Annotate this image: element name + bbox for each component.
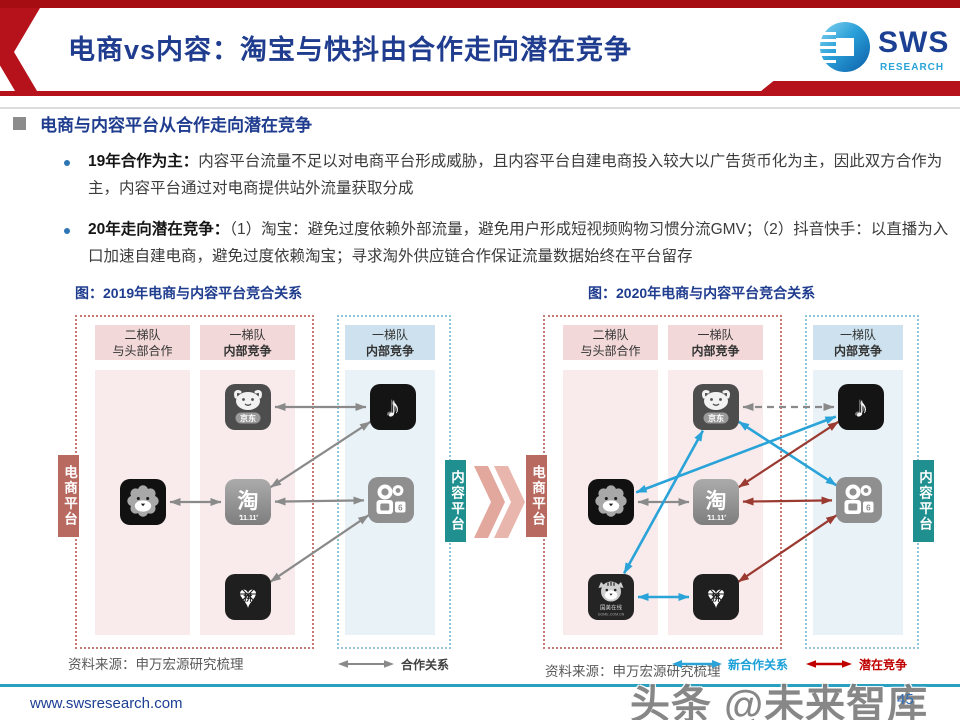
douyin-app-icon: ♪ ♪ <box>370 384 416 430</box>
svg-text:京东: 京东 <box>240 413 256 423</box>
legend-label: 合作关系 <box>400 658 449 672</box>
logo-subtext: RESEARCH <box>880 62 945 73</box>
header-chevron-decoration <box>0 8 40 96</box>
svg-text:京东: 京东 <box>708 413 724 423</box>
svg-text:♪: ♪ <box>852 391 867 423</box>
column-header-tier1-ecom: 一梯队内部竞争 <box>668 325 763 360</box>
svg-text:*: * <box>239 515 242 521</box>
legend-potential-competition: 潜在竞争 <box>806 658 908 672</box>
svg-text:6: 6 <box>398 504 403 513</box>
figure-2020: 二梯队与头部合作 一梯队内部竞争 一梯队内部竞争 电商平台 内容平台 资料来源：… <box>526 312 936 690</box>
pdd-app-icon: ♥ 拼 <box>693 574 739 620</box>
header-red-wedge <box>755 81 960 96</box>
column-header-tier2: 二梯队与头部合作 <box>95 325 190 360</box>
figure-2019-title: 图：2019年电商与内容平台竞合关系 <box>75 285 303 301</box>
taobao-app-icon: 淘 * 11.11 * <box>225 479 271 525</box>
bullet-item-2: 20年走向潜在竞争：（1）淘宝：避免过度依赖外部流量，避免用户形成短视频购物习惯… <box>88 216 952 270</box>
header-red-line <box>0 91 960 96</box>
section-bullet-square <box>13 117 26 130</box>
svg-text:♥: ♥ <box>239 579 258 615</box>
logo-text: SWS <box>878 26 950 59</box>
axis-content-platform: 内容平台 <box>913 460 934 542</box>
source-note: 资料来源：申万宏源研究梳理 <box>68 657 244 672</box>
figure-2020-title: 图：2020年电商与内容平台竞合关系 <box>588 285 816 301</box>
douyin-app-icon: ♪ ♪ <box>838 384 884 430</box>
legend-label: 潜在竞争 <box>858 658 907 672</box>
bullet-item-1: 19年合作为主：内容平台流量不足以对电商平台形成威胁，且内容平台自建电商投入较大… <box>88 148 952 202</box>
bullet-lead: 20年走向潜在竞争： <box>88 221 230 238</box>
svg-text:拼: 拼 <box>243 592 252 603</box>
kuaishou-app-icon: 6 <box>836 477 882 523</box>
svg-text:拼: 拼 <box>711 592 720 603</box>
axis-ecommerce-platform: 电商平台 <box>526 455 547 537</box>
svg-text:*: * <box>707 515 710 521</box>
red-double-arrow-icon <box>806 660 852 668</box>
svg-text:*: * <box>256 515 259 521</box>
sws-logo: SWS RESEARCH <box>814 20 950 82</box>
gray-double-arrow-icon <box>338 660 394 668</box>
jd-app-icon: 京东 <box>693 384 739 430</box>
bullet-text: 内容平台流量不足以对电商平台形成威胁，且内容平台自建电商投入较大以广告货币化为主… <box>88 153 943 197</box>
transition-chevron-icon <box>474 466 525 538</box>
svg-text:♥: ♥ <box>707 579 726 615</box>
suning-app-icon <box>588 479 634 525</box>
svg-text:淘: 淘 <box>706 489 727 513</box>
sws-globe-icon <box>814 22 870 72</box>
kuaishou-app-icon: 6 <box>368 477 414 523</box>
svg-text:11.11: 11.11 <box>240 515 257 522</box>
legend-cooperation: 合作关系 <box>338 658 450 672</box>
svg-text:*: * <box>724 515 727 521</box>
svg-text:11.11: 11.11 <box>708 515 725 522</box>
axis-ecommerce-platform: 电商平台 <box>58 455 79 537</box>
header-separator <box>0 107 960 109</box>
pdd-app-icon: ♥ 拼 <box>225 574 271 620</box>
svg-text:国美在线: 国美在线 <box>600 604 623 612</box>
svg-text:6: 6 <box>866 504 871 513</box>
source-note: 资料来源：申万宏源研究梳理 <box>545 664 721 679</box>
svg-text:♪: ♪ <box>386 392 401 424</box>
bullet-text: （1）淘宝：避免过度依赖外部流量，避免用户形成短视频购物习惯分流GMV；（2）抖… <box>88 221 949 265</box>
page-number: 45 <box>897 691 914 708</box>
suning-app-icon <box>120 479 166 525</box>
column-header-tier2: 二梯队与头部合作 <box>563 325 658 360</box>
section-heading: 电商与内容平台从合作走向潜在竞争 <box>40 116 312 135</box>
column-header-tier1-ecom: 一梯队内部竞争 <box>200 325 295 360</box>
website-link[interactable]: www.swsresearch.com <box>30 695 183 712</box>
footer-divider <box>0 684 960 687</box>
svg-text:GOME.COM.CN: GOME.COM.CN <box>598 613 625 617</box>
page-title: 电商vs内容：淘宝与快抖由合作走向潜在竞争 <box>68 35 633 65</box>
axis-content-platform: 内容平台 <box>445 460 466 542</box>
jd-app-icon: 京东 <box>225 384 271 430</box>
legend-label: 新合作关系 <box>728 658 789 672</box>
svg-text:♪: ♪ <box>854 392 869 424</box>
legend-new-cooperation: 新合作关系 <box>672 658 788 672</box>
taobao-app-icon: 淘 * 11.11 * <box>693 479 739 525</box>
watermark: 头条 @未来智库 <box>630 683 929 720</box>
figure-2019: 二梯队与头部合作 一梯队内部竞争 一梯队内部竞争 电商平台 内容平台 资料来源：… <box>58 312 468 690</box>
svg-text:♪: ♪ <box>384 391 399 423</box>
bullet-dot <box>64 160 70 166</box>
bullet-dot <box>64 228 70 234</box>
header-top-strip <box>0 0 960 8</box>
column-header-tier1-content: 一梯队内部竞争 <box>813 325 903 360</box>
svg-text:淘: 淘 <box>238 489 259 513</box>
gome-app-icon: 国美在线 GOME.COM.CN <box>588 574 634 620</box>
bullet-lead: 19年合作为主： <box>88 153 199 170</box>
blue-double-arrow-icon <box>672 660 722 668</box>
column-header-tier1-content: 一梯队内部竞争 <box>345 325 435 360</box>
